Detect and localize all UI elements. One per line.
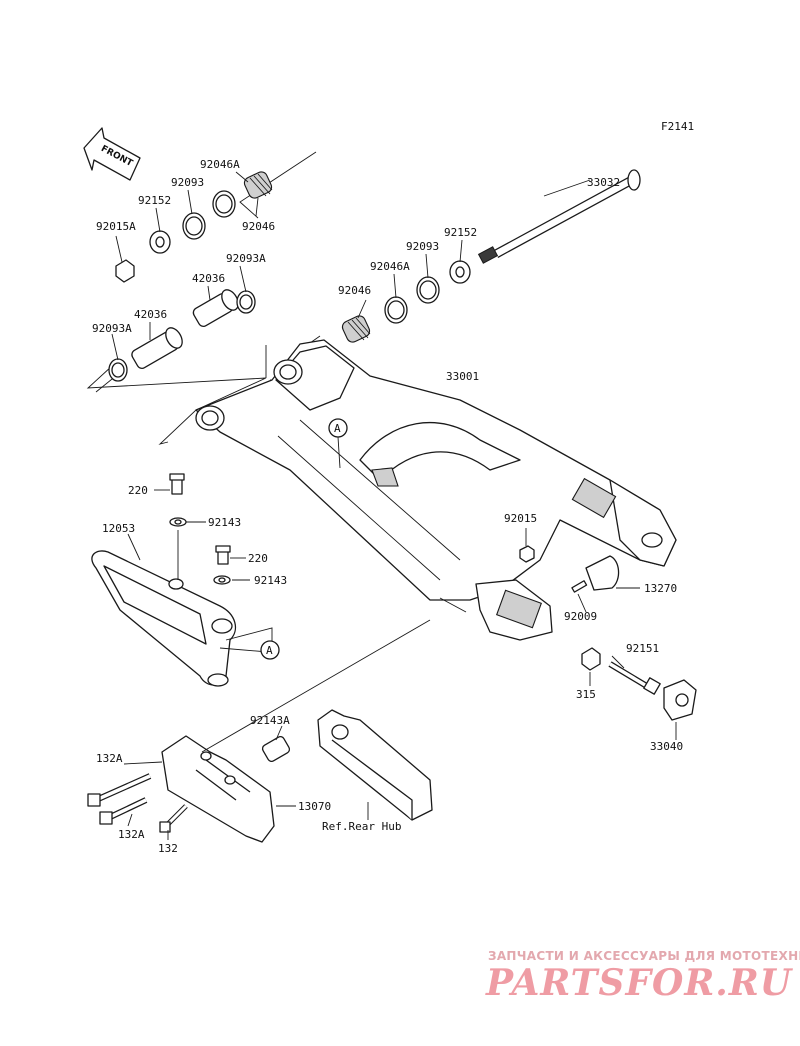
part-label-12053[interactable]: 12053: [102, 522, 136, 535]
chain-slider: A: [91, 550, 280, 687]
part-label-132a-b[interactable]: 132A: [118, 828, 145, 841]
swingarm: A: [195, 339, 677, 641]
pivot-shaft: [477, 169, 641, 264]
chain-adjuster: [571, 555, 620, 593]
part-label-92046a-top[interactable]: 92046A: [200, 158, 240, 171]
part-label-13070[interactable]: 13070: [298, 800, 332, 813]
part-label-315[interactable]: 315: [576, 688, 596, 701]
part-label-92152-right[interactable]: 92152: [444, 226, 478, 239]
part-label-92143-b[interactable]: 92143: [254, 574, 288, 587]
nut-92015: [519, 545, 535, 563]
part-label-92015a[interactable]: 92015A: [96, 220, 136, 233]
part-label-92093-top[interactable]: 92093: [171, 176, 205, 189]
part-label-42036-mid[interactable]: 42036: [134, 308, 168, 321]
svg-text:A: A: [266, 644, 273, 657]
part-label-92152-top[interactable]: 92152: [138, 194, 172, 207]
part-label-13270[interactable]: 13270: [644, 582, 678, 595]
part-label-33001[interactable]: 33001: [446, 370, 480, 383]
part-label-92143-a[interactable]: 92143: [208, 516, 242, 529]
part-label-132[interactable]: 132: [158, 842, 178, 855]
part-label-92015[interactable]: 92015: [504, 512, 538, 525]
part-label-33040[interactable]: 33040: [650, 740, 684, 753]
slider-bolts: [169, 473, 231, 585]
part-label-92143a[interactable]: 92143A: [250, 714, 290, 727]
part-label-220-b[interactable]: 220: [248, 552, 268, 565]
watermark-logo: PARTSFOR.RU: [486, 962, 793, 1004]
part-label-220-a[interactable]: 220: [128, 484, 148, 497]
front-arrow-icon: FRONT: [83, 127, 141, 181]
svg-text:A: A: [334, 422, 341, 435]
part-label-42036-top[interactable]: 42036: [192, 272, 226, 285]
chain-guide: [161, 619, 433, 843]
axle-block-parts: [581, 647, 697, 721]
figure-code: F2141: [661, 120, 695, 133]
guide-bolts: [87, 773, 188, 833]
part-label-92009[interactable]: 92009: [564, 610, 598, 623]
part-label-92093a-left[interactable]: 92093A: [92, 322, 132, 335]
part-label-92046-top[interactable]: 92046: [242, 220, 276, 233]
leader-lines: [111, 171, 677, 840]
part-label-132a-a[interactable]: 132A: [96, 752, 123, 765]
ref-rear-hub-label: Ref.Rear Hub: [322, 820, 402, 833]
part-label-92046-right[interactable]: 92046: [338, 284, 372, 297]
part-label-92046a-right[interactable]: 92046A: [370, 260, 410, 273]
right-bearing-stack: [341, 260, 471, 343]
part-label-92093a-top[interactable]: 92093A: [226, 252, 266, 265]
part-label-33032[interactable]: 33032: [587, 176, 621, 189]
watermark-tagline: ЗАПЧАСТИ И АКСЕССУАРЫ ДЛЯ МОТОТЕХНИКИ: [488, 949, 800, 963]
left-bearing-stack: [108, 171, 273, 382]
part-label-92093-right[interactable]: 92093: [406, 240, 440, 253]
part-label-92151[interactable]: 92151: [626, 642, 660, 655]
